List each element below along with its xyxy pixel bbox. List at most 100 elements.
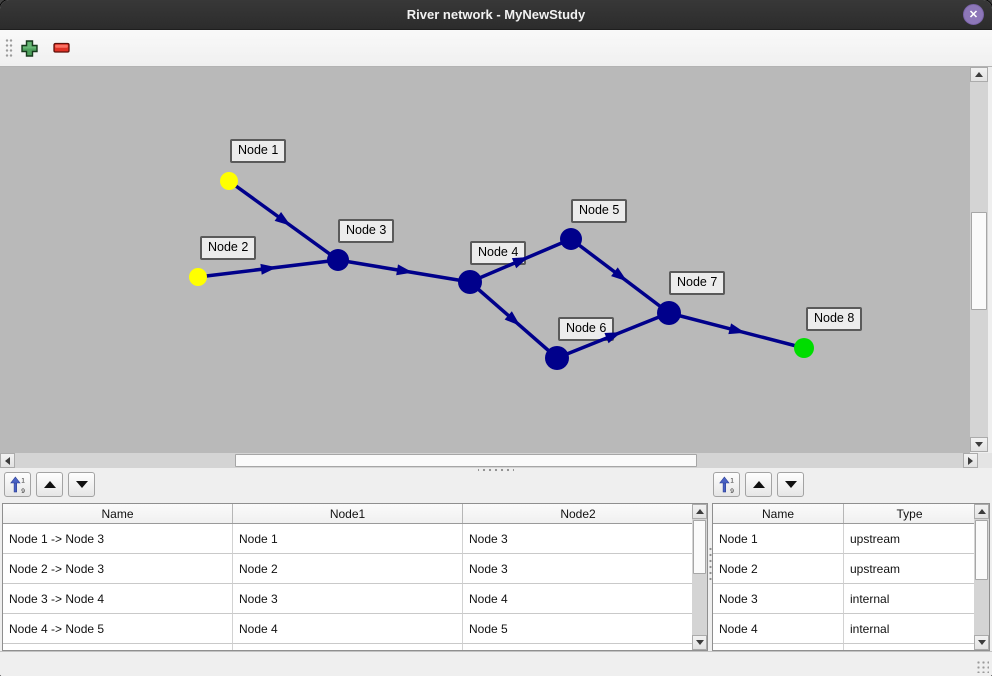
network-graph [189,172,814,370]
column-header-name[interactable]: Name [713,504,844,523]
edge-sort-button[interactable]: 1 9 [4,472,31,497]
node-label-node-2[interactable]: Node 2 [200,236,257,260]
edge-table-scroll-thumb[interactable] [693,520,706,574]
edge-table-cell [463,644,694,650]
node-node-6[interactable] [545,346,569,370]
node-node-3[interactable] [327,249,349,271]
edge-arrow-icon [604,332,622,344]
add-button[interactable] [18,37,40,59]
canvas-vscroll-thumb[interactable] [971,212,987,310]
edge-arrow-icon [504,311,521,326]
arrow-left-icon [5,456,10,465]
node-table-row[interactable] [713,644,989,650]
minus-icon [53,42,70,53]
node-node-2[interactable] [189,268,207,286]
close-button[interactable]: ✕ [963,4,984,25]
triangle-down-icon [784,481,797,488]
node-label-node-1[interactable]: Node 1 [230,139,287,163]
node-table-scroll-up-button[interactable] [974,504,989,519]
triangle-up-icon [43,481,56,488]
edge-move-down-button[interactable] [68,472,95,497]
node-node-5[interactable] [560,228,582,250]
node-label-node-8[interactable]: Node 8 [806,307,863,331]
node-node-1[interactable] [220,172,238,190]
edge-arrow-icon [396,264,413,276]
node-move-down-button[interactable] [777,472,804,497]
node-node-7[interactable] [657,301,681,325]
node-label-node-6[interactable]: Node 6 [558,317,615,341]
canvas-hscroll-right-button[interactable] [963,453,978,468]
edge-move-up-button[interactable] [36,472,63,497]
edge-table-scroll-up-button[interactable] [692,504,707,519]
arrow-up-icon [975,72,983,77]
remove-button[interactable] [51,37,73,59]
edge-arrow-icon [260,263,277,275]
node-table-scroll-thumb[interactable] [975,520,988,580]
column-header-name[interactable]: Name [3,504,233,523]
window-title: River network - MyNewStudy [406,7,586,22]
arrow-down-icon [695,640,704,645]
edge-table-cell: Node 4 -> Node 5 [3,614,233,644]
column-header-node2[interactable]: Node2 [463,504,694,523]
svg-text:1: 1 [730,477,734,484]
edge-table-scroll-down-button[interactable] [692,635,707,650]
sort-ascending-icon: 1 9 [718,476,734,494]
node-label-node-5[interactable]: Node 5 [571,199,628,223]
node-table-cell: Node 1 [713,524,844,554]
node-table-cell: internal [844,614,976,644]
vertical-splitter-handle[interactable] [708,546,713,580]
node-label-node-4[interactable]: Node 4 [470,241,527,265]
canvas-vscroll-down-button[interactable] [970,437,988,452]
node-table-scroll-down-button[interactable] [974,635,989,650]
node-sort-button[interactable]: 1 9 [713,472,740,497]
horizontal-splitter-handle[interactable] [478,468,514,472]
canvas-hscroll-left-button[interactable] [0,453,15,468]
main-toolbar [0,30,992,67]
svg-text:9: 9 [21,488,25,494]
plus-icon [20,39,38,57]
node-table-cell: Node 4 [713,614,844,644]
node-table-scrollbar[interactable] [974,504,989,650]
node-label-node-7[interactable]: Node 7 [669,271,726,295]
node-table-cell: Node 2 [713,554,844,584]
node-table-cell: upstream [844,524,976,554]
edge-table-scrollbar[interactable] [692,504,707,650]
toolbar-drag-handle[interactable] [5,38,13,59]
node-table-cell: internal [844,584,976,614]
triangle-down-icon [75,481,88,488]
node-table-cell: Node 3 [713,584,844,614]
edge-table-cell [233,644,463,650]
edge-table-cell: Node 3 -> Node 4 [3,584,233,614]
node-label-node-3[interactable]: Node 3 [338,219,395,243]
edge-table-cell: Node 5 [463,614,694,644]
canvas-hscroll-thumb[interactable] [235,454,697,467]
edge-arrow-icon [728,323,746,335]
edge-table-row[interactable] [3,644,707,650]
resize-grip[interactable] [976,660,989,673]
edge-table-cell: Node 3 [233,584,463,614]
titlebar[interactable]: River network - MyNewStudy ✕ [0,0,992,30]
sort-ascending-icon: 1 9 [9,476,25,494]
column-header-node1[interactable]: Node1 [233,504,463,523]
node-node-8[interactable] [794,338,814,358]
network-canvas[interactable]: Node 1 Node 2 Node 3 Node 4 Node 5 Node 6 Node… [0,67,970,453]
node-move-up-button[interactable] [745,472,772,497]
column-header-type[interactable]: Type [844,504,976,523]
edge-table-cell [3,644,233,650]
node-node-4[interactable] [458,270,482,294]
arrow-up-icon [695,509,704,514]
edge-table-cell: Node 4 [463,584,694,614]
canvas-vscroll-up-button[interactable] [970,67,988,82]
